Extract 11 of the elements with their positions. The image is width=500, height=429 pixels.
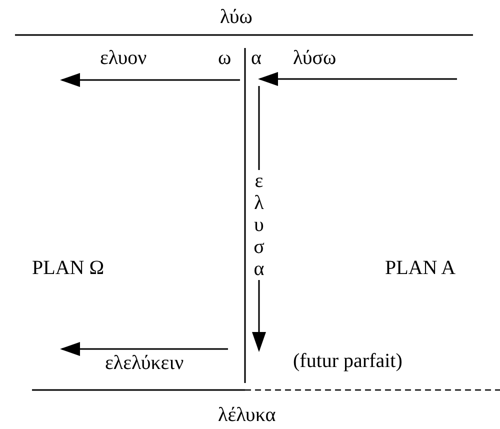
verb-form: λύω <box>220 6 252 28</box>
tense-note: (futur parfait) <box>293 350 402 372</box>
verb-form: ελελύκειν <box>105 352 184 374</box>
verb-form: λύσω <box>293 47 336 69</box>
plan-label: PLAN Ω <box>32 257 104 279</box>
vowel-letter: ω <box>218 47 232 69</box>
plan-label: PLAN A <box>385 257 456 279</box>
verb-form: ελυον <box>100 47 147 69</box>
vowel-letter: α <box>251 47 262 69</box>
verb-form: λέλυκα <box>218 404 276 426</box>
vertical-verb-form: ελυσα <box>253 170 265 280</box>
